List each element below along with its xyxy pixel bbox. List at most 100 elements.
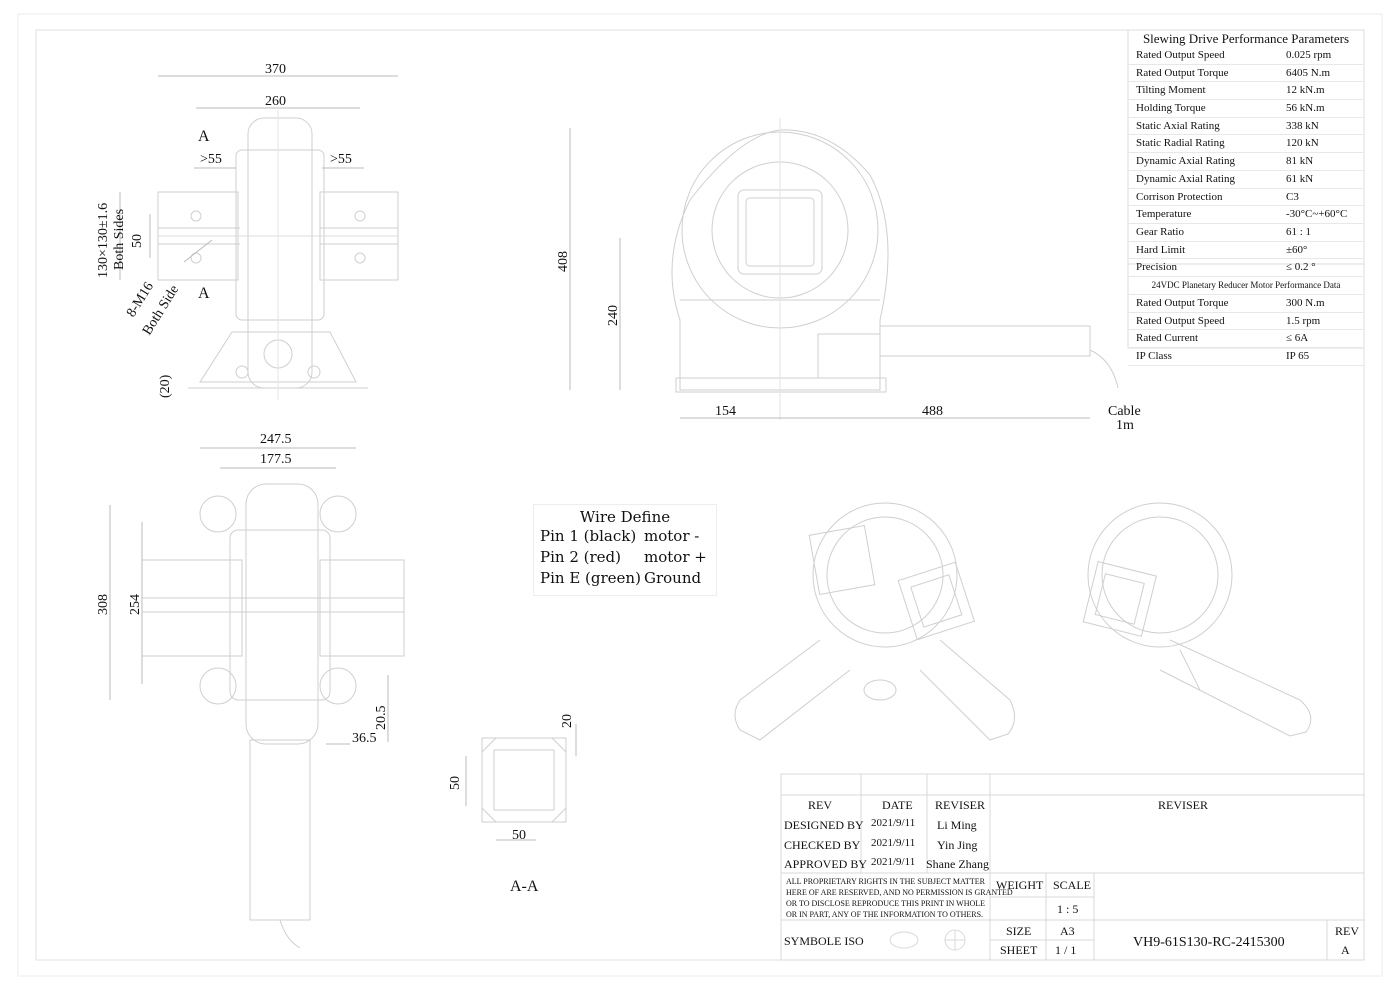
performance-row: Holding Torque 56 kN.m [1128, 100, 1364, 118]
tb-size-value: A3 [1060, 924, 1075, 938]
motor-performance-value: 1.5 rpm [1286, 314, 1321, 327]
tb-date-header: DATE [882, 798, 913, 812]
performance-label: Holding Torque [1136, 102, 1206, 115]
wire-row: Pin 1 (black) motor - [534, 526, 716, 547]
section-dim-50-horizontal: 50 [512, 828, 526, 843]
performance-value: 338 kN [1286, 119, 1319, 132]
tb-rights-line-3: OR TO DISCLOSE REPRODUCE THIS PRINT IN W… [786, 899, 986, 908]
performance-value: 61 kN [1286, 172, 1314, 185]
performance-value: ±60° [1286, 243, 1308, 256]
dim-130-square: 130×130±1.6 [96, 202, 111, 278]
performance-label: Static Radial Rating [1136, 137, 1225, 150]
wire-label: Pin E (green) [540, 569, 641, 587]
performance-value: 81 kN [1286, 155, 1314, 168]
motor-performance-label: IP Class [1136, 350, 1172, 362]
side-view-drawing [569, 118, 1119, 420]
performance-table: Slewing Drive Performance Parameters Rat… [1128, 30, 1364, 366]
title-block-grid [780, 773, 1365, 961]
tb-sheet-value: 1 / 1 [1055, 943, 1077, 957]
performance-value: -30°C~+60°C [1286, 208, 1348, 221]
tb-rights-notice: ALL PROPRIETARY RIGHTS IN THE SUBJECT MA… [786, 876, 1013, 920]
tb-approved-name: Shane Zhang [926, 857, 989, 871]
dim-488: 488 [922, 404, 943, 419]
dim-308: 308 [96, 594, 111, 615]
section-view-drawing [465, 724, 577, 841]
performance-label: Rated Output Speed [1136, 49, 1225, 61]
motor-performance-row: Rated Output Speed 1.5 rpm [1128, 313, 1364, 331]
tb-size-label: SIZE [1006, 924, 1032, 938]
dim-36-5: 36.5 [352, 731, 377, 746]
performance-label: Tilting Moment [1136, 84, 1206, 97]
performance-label: Temperature [1136, 208, 1192, 221]
tb-symbol-label: SYMBOLE ISO [784, 934, 864, 948]
motor-performance-value: ≤ 6A [1286, 332, 1309, 345]
tb-rights-line-4: OR IN PART, ANY OF THE INFORMATION TO OT… [786, 910, 984, 919]
wire-label: Pin 1 (black) [540, 527, 637, 545]
wire-row: Pin 2 (red) motor + [534, 547, 716, 568]
tb-checked-label: CHECKED BY [784, 838, 861, 852]
motor-performance-row: IP Class IP 65 [1128, 348, 1364, 366]
wire-value: motor - [644, 527, 700, 545]
tb-designed-label: DESIGNED BY [784, 818, 864, 832]
tb-scale-label: SCALE [1053, 878, 1092, 892]
performance-label: Precision [1136, 261, 1177, 274]
wire-define-title: Wire Define [579, 508, 671, 526]
wire-define-box: Wire Define Pin 1 (black) motor - Pin 2 (r… [533, 504, 717, 596]
dim-370: 370 [265, 62, 286, 77]
motor-performance-title: 24VDC Planetary Reducer Motor Performanc… [1128, 277, 1364, 295]
tb-rev-value: A [1341, 943, 1350, 957]
motor-performance-value: IP 65 [1286, 350, 1310, 362]
performance-label: Hard Limit [1136, 243, 1186, 256]
tb-rights-line-1: ALL PROPRIETARY RIGHTS IN THE SUBJECT MA… [786, 877, 985, 886]
dim-247-5: 247.5 [260, 432, 292, 447]
performance-value: 56 kN.m [1286, 102, 1325, 115]
dim-130-note: Both Sides [112, 208, 127, 270]
wire-row: Pin E (green)Ground [534, 568, 716, 589]
tb-designed-name: Li Ming [937, 818, 977, 832]
motor-performance-label: Rated Output Torque [1136, 296, 1229, 309]
tb-approved-label: APPROVED BY [784, 857, 868, 871]
tb-checked-date: 2021/9/11 [871, 837, 916, 849]
motor-performance-label: Rated Current [1136, 332, 1199, 345]
performance-value: 61 : 1 [1286, 225, 1312, 238]
bottom-view-drawing [109, 447, 405, 949]
dim-408: 408 [556, 251, 571, 272]
tb-drawing-number: VH9-61S130-RC-2415300 [1133, 935, 1285, 950]
performance-title: Slewing Drive Performance Parameters [1142, 31, 1350, 46]
tb-sheet-label: SHEET [1000, 943, 1038, 957]
tb-reviser-header: REVISER [935, 798, 986, 812]
top-view-drawing [119, 75, 399, 400]
performance-label: Dynamic Axial Rating [1136, 155, 1235, 168]
tb-rev-label: REV [1335, 924, 1359, 938]
dim-260: 260 [265, 94, 286, 109]
motor-performance-row: Rated Current ≤ 6A [1128, 330, 1364, 348]
motor-performance-value: 300 N.m [1286, 296, 1325, 309]
dim-50: 50 [130, 234, 145, 248]
performance-value: 0.025 rpm [1286, 49, 1332, 61]
dim-254: 254 [128, 594, 143, 615]
wire-value: motor + [644, 548, 707, 566]
tb-designed-date: 2021/9/11 [871, 817, 916, 829]
performance-value: 12 kN.m [1286, 84, 1325, 97]
performance-row: Gear Ratio 61 : 1 [1128, 224, 1364, 242]
dim-20-ref: (20) [158, 374, 173, 398]
section-dim-50-vertical: 50 [448, 776, 463, 790]
performance-row: Tilting Moment 12 kN.m [1128, 82, 1364, 101]
dim-right-55: >55 [330, 152, 352, 167]
dim-240: 240 [606, 305, 621, 326]
tb-approved-date: 2021/9/11 [871, 856, 916, 868]
performance-label: Gear Ratio [1136, 225, 1184, 238]
wire-label: Pin 2 (red) [540, 548, 621, 566]
tb-checked-name: Yin Jing [937, 838, 978, 852]
motor-performance-label: Rated Output Speed [1136, 314, 1225, 327]
performance-label: Rated Output Torque [1136, 66, 1229, 79]
performance-value: 120 kN [1286, 137, 1319, 150]
performance-row: Precision≤ 0.2 ° [1128, 259, 1364, 277]
